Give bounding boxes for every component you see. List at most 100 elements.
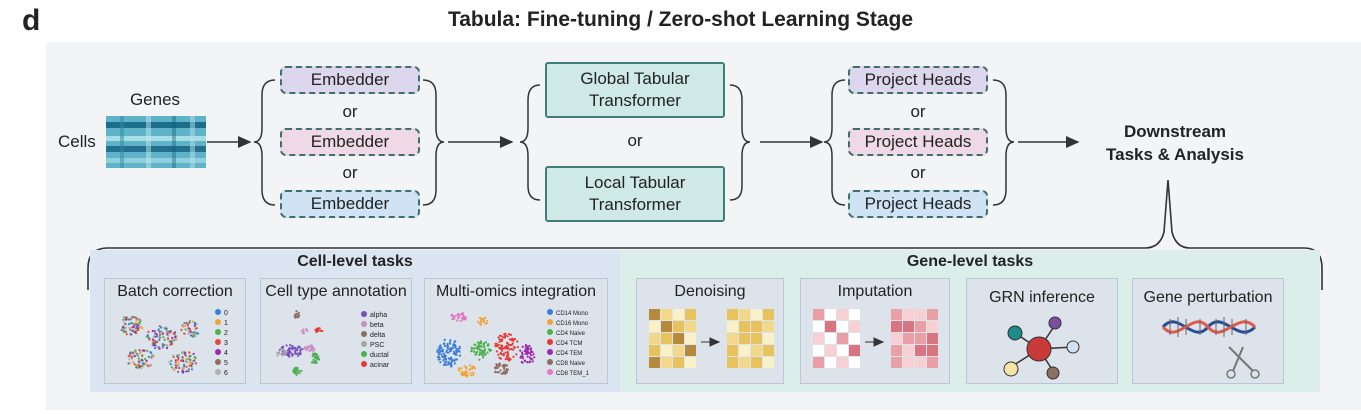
scatter-point xyxy=(314,328,317,331)
scatter-point xyxy=(172,355,175,359)
scatter-point xyxy=(153,330,156,333)
scatter-point xyxy=(188,320,191,323)
scatter-point xyxy=(498,356,501,359)
scatter-point xyxy=(485,322,488,325)
scatter-point xyxy=(511,337,514,340)
scatter-point xyxy=(191,333,194,336)
scatter-point xyxy=(311,361,314,364)
matrix-cell xyxy=(649,357,660,368)
matrix-cell xyxy=(849,333,860,344)
scatter-point xyxy=(450,364,453,368)
scatter-point xyxy=(480,345,483,348)
legend-label: 5 xyxy=(224,360,228,367)
scatter-point xyxy=(319,329,322,332)
scatter-point xyxy=(465,366,468,369)
scatter-point xyxy=(185,370,188,373)
scatter-point xyxy=(447,357,450,360)
scatter-point xyxy=(495,363,498,366)
scatter-point xyxy=(436,355,440,359)
legend-dot xyxy=(215,329,221,335)
legend-label: 2 xyxy=(224,330,228,337)
matrix-cell xyxy=(813,309,824,320)
legend-label: CD4 Naive xyxy=(556,331,586,337)
scatter-point xyxy=(523,359,526,362)
scatter-point xyxy=(512,348,515,351)
scatter-point xyxy=(503,367,506,371)
matrix-cell xyxy=(849,309,860,320)
matrix-cell xyxy=(837,309,848,320)
scatter-point xyxy=(530,354,533,357)
scatter-point xyxy=(285,344,288,347)
scatter-point xyxy=(450,361,453,364)
matrix-cell xyxy=(673,345,684,356)
scatter-point xyxy=(287,348,290,351)
matrix-cell xyxy=(849,345,860,356)
scatter-point xyxy=(191,362,194,365)
scatter-point xyxy=(522,357,525,360)
scatter-point xyxy=(143,349,146,352)
scatter-point xyxy=(498,338,501,341)
scatter-point xyxy=(166,337,170,340)
scatter-point xyxy=(132,325,135,328)
scatter-point xyxy=(529,360,532,363)
matrix-cell xyxy=(751,333,762,344)
embedder-box-middle: Embedder xyxy=(280,128,420,156)
scatter-point xyxy=(457,368,460,371)
scatter-point xyxy=(451,317,454,321)
matrix-cell xyxy=(837,321,848,332)
legend-item: CD4 Naive xyxy=(547,329,589,339)
grn-inference-card: GRN inference xyxy=(966,278,1118,384)
legend-dot xyxy=(215,349,221,355)
legend-item: 6 xyxy=(215,369,228,379)
scatter-point xyxy=(293,315,296,318)
scatter-point xyxy=(441,348,444,351)
scatter-point xyxy=(180,328,183,331)
scatter-point xyxy=(133,351,136,354)
scatter-point xyxy=(458,350,461,353)
scatter-point xyxy=(474,343,477,346)
matrix-cell xyxy=(825,309,836,320)
scatter-point xyxy=(299,352,302,356)
scatter-point xyxy=(305,349,308,352)
scatter-point xyxy=(173,369,176,372)
scatter-point xyxy=(123,331,126,334)
project-heads-box-top: Project Heads xyxy=(848,66,988,94)
legend-item: 4 xyxy=(215,349,228,359)
scatter-point xyxy=(172,338,175,341)
scatter-point xyxy=(158,338,161,341)
scatter-point xyxy=(473,367,477,370)
legend-label: CD8 TEM_1 xyxy=(556,371,589,377)
scatter-point xyxy=(454,358,457,361)
scatter-point xyxy=(281,345,284,348)
scatter-point xyxy=(315,359,318,362)
scatter-point xyxy=(282,352,285,355)
legend-label: CD14 Mono xyxy=(556,311,589,317)
scatter-point xyxy=(300,369,303,372)
scatter-point xyxy=(182,366,185,369)
scatter-point xyxy=(190,368,194,371)
scatter-point xyxy=(193,356,197,359)
matrix-cell xyxy=(751,357,762,368)
scatter-point xyxy=(137,324,140,327)
matrix-cell xyxy=(891,345,902,356)
scatter-point xyxy=(506,368,509,371)
scatter-point xyxy=(504,364,507,367)
matrix-cell xyxy=(763,333,774,344)
scatter-point xyxy=(462,317,465,320)
imputation-graphic xyxy=(813,309,938,368)
scatter-point xyxy=(512,355,515,358)
scatter-point xyxy=(138,322,141,325)
scatter-point xyxy=(297,311,300,314)
scatter-point xyxy=(302,328,305,331)
scatter-point xyxy=(165,330,168,333)
scatter-point xyxy=(182,360,185,363)
scatter-point xyxy=(520,360,523,364)
scatter-point xyxy=(277,351,281,354)
matrix-cell xyxy=(739,321,750,332)
scatter-point xyxy=(453,362,456,365)
scatter-point xyxy=(453,317,456,320)
scatter-point xyxy=(316,327,319,330)
scatter-point xyxy=(482,350,485,353)
scatter-point xyxy=(483,345,486,348)
matrix-cell xyxy=(763,321,774,332)
